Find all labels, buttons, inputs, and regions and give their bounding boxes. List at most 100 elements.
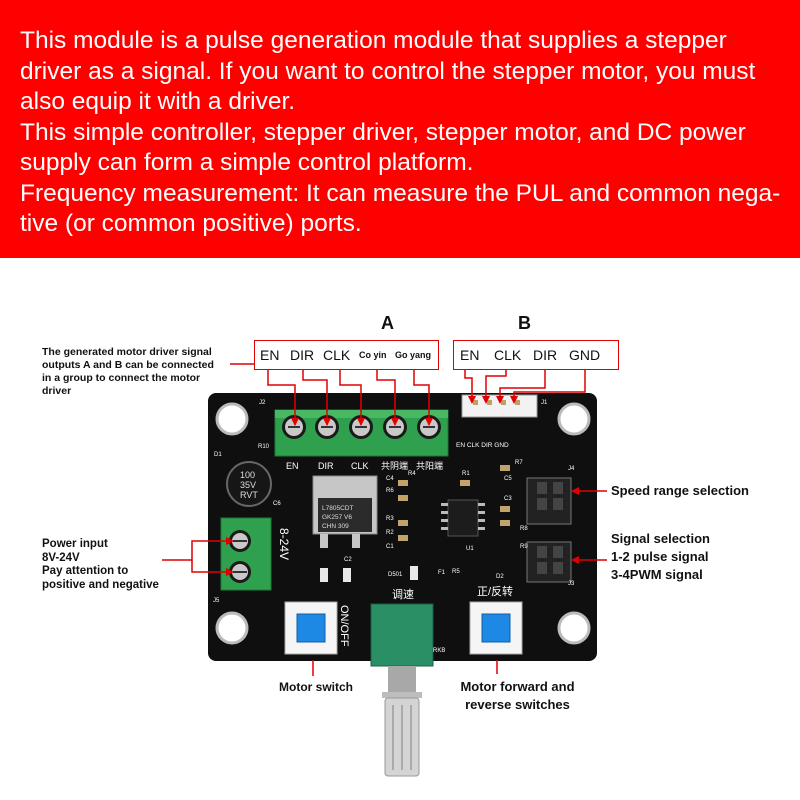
banner-line: supply can form a simple control platfor…	[20, 149, 474, 176]
svg-text:F1: F1	[438, 570, 446, 576]
svg-text:RKB: RKB	[433, 648, 445, 654]
callout-line: Power input	[42, 538, 108, 550]
header-b: EN CLK DIR GND	[456, 394, 538, 449]
callout-line: in a group to connect the motor	[42, 372, 201, 384]
microcontroller-chip	[441, 499, 485, 537]
callout-line: 3-4PWM signal	[611, 567, 703, 582]
svg-text:RVT: RVT	[240, 490, 258, 500]
callout-line: Signal selection	[611, 531, 710, 546]
pin-box-a: EN DIR CLK Co yin Go yang	[254, 340, 439, 370]
banner-line: Frequency measurement: It can measure th…	[20, 179, 781, 207]
svg-text:J5: J5	[213, 598, 220, 604]
svg-text:C3: C3	[504, 496, 512, 502]
svg-text:R3: R3	[386, 516, 394, 522]
pin-b-en: EN	[460, 347, 480, 363]
svg-text:R10: R10	[258, 444, 270, 450]
callout-line: outputs A and B can be connected	[42, 359, 214, 371]
silk-a-label: EN	[286, 461, 299, 471]
pin-a-en: EN	[260, 347, 280, 363]
banner-line: This simple controller, stepper driver, …	[20, 118, 746, 146]
svg-text:CHN 309: CHN 309	[322, 523, 349, 530]
electrolytic-capacitor: 100 35V RVT	[226, 461, 272, 507]
banner-line: driver as a signal. If you want to contr…	[20, 57, 756, 85]
svg-text:J3: J3	[568, 581, 575, 587]
silk-a-label: 共阳端	[416, 460, 443, 471]
pin-box-b: EN CLK DIR GND	[453, 340, 619, 370]
reference-designators: J2 J1 D1 R10 C6 R6 R4 R1 R3 R2 C2 C1 C4 …	[213, 400, 575, 654]
signal-selection-callout: Signal selection 1-2 pulse signal 3-4PWM…	[611, 530, 710, 584]
svg-text:R6: R6	[386, 488, 394, 494]
signal-selection-jumper	[526, 541, 572, 583]
direction-switch-button: 正/反转	[469, 584, 523, 655]
callout-line: reverse switches	[465, 697, 570, 712]
svg-text:R5: R5	[452, 569, 460, 575]
direction-silk: 正/反转	[477, 584, 513, 598]
callout-lines	[162, 363, 607, 676]
callout-line: Motor forward and	[460, 679, 575, 694]
svg-text:U1: U1	[466, 546, 474, 552]
svg-text:C4: C4	[386, 476, 394, 482]
callout-line: 8V-24V	[42, 551, 80, 564]
svg-text:J4: J4	[568, 466, 575, 472]
speed-silk: 调速	[392, 588, 414, 601]
silk-a-label: CLK	[351, 461, 369, 471]
svg-text:L7805CDT: L7805CDT	[322, 505, 353, 512]
svg-text:D501: D501	[388, 572, 403, 578]
banner-line: tive (or common positive) ports.	[20, 210, 362, 237]
svg-text:J1: J1	[541, 400, 548, 406]
svg-text:D2: D2	[496, 574, 504, 580]
svg-text:R7: R7	[515, 460, 523, 466]
pin-a-clk: CLK	[323, 347, 351, 363]
svg-text:C5: C5	[504, 476, 512, 482]
svg-text:R4: R4	[408, 471, 416, 477]
silkscreen-a: EN DIR CLK 共阴端 共阳端	[286, 460, 443, 471]
svg-text:J2: J2	[259, 400, 266, 406]
silk-b-label: EN CLK DIR GND	[456, 442, 509, 449]
speed-potentiometer: 调速	[370, 588, 434, 777]
onoff-silk: ON/OFF	[338, 605, 350, 647]
silk-a-label: DIR	[318, 461, 334, 471]
callout-line: 1-2 pulse signal	[611, 549, 709, 564]
power-callout: Power input 8V-24V Pay attention to posi…	[42, 538, 159, 592]
pin-b-clk: CLK	[494, 347, 522, 363]
description-banner: This module is a pulse generation module…	[0, 0, 800, 258]
pin-b-dir: DIR	[533, 347, 558, 363]
pin-a-common-negative: Co yin	[359, 350, 387, 360]
pin-a-common-positive: Go yang	[395, 350, 432, 360]
group-a-label: A	[381, 313, 394, 333]
voltage-silk: 8-24V	[277, 528, 291, 560]
svg-text:35V: 35V	[240, 480, 256, 490]
banner-line: also equip it with a driver.	[20, 88, 296, 115]
svg-text:R8: R8	[520, 526, 528, 532]
banner-line: This module is a pulse generation module…	[20, 27, 727, 54]
svg-text:C2: C2	[344, 557, 352, 563]
direction-switch-callout: Motor forward and reverse switches	[455, 678, 580, 714]
callout-line: driver	[42, 385, 72, 397]
pcb-board	[208, 393, 597, 661]
svg-text:D1: D1	[214, 452, 222, 458]
motor-switch-button: ON/OFF	[284, 601, 350, 655]
callout-line: Pay attention to	[42, 565, 129, 577]
outputs-callout: The generated motor driver signal output…	[42, 346, 214, 398]
callout-line: The generated motor driver signal	[42, 346, 212, 358]
pin-b-gnd: GND	[569, 347, 601, 363]
svg-text:GK257 V6: GK257 V6	[322, 514, 352, 521]
callout-arrows	[226, 396, 579, 576]
group-b-label: B	[518, 313, 531, 333]
svg-text:R1: R1	[462, 471, 470, 477]
svg-text:C1: C1	[386, 544, 394, 550]
pin-a-dir: DIR	[290, 347, 315, 363]
smd-components	[320, 465, 510, 582]
svg-text:C6: C6	[273, 501, 281, 507]
description-text: This module is a pulse generation module…	[20, 26, 790, 240]
callout-line: positive and negative	[42, 578, 159, 591]
mounting-holes	[215, 402, 591, 645]
svg-text:R2: R2	[386, 530, 394, 536]
motor-switch-callout: Motor switch	[279, 680, 353, 694]
svg-text:100: 100	[240, 470, 255, 480]
power-terminal: 8-24V	[220, 517, 291, 591]
speed-range-callout: Speed range selection	[611, 483, 749, 498]
speed-range-jumper	[526, 477, 572, 525]
voltage-regulator: L7805CDT GK257 V6 CHN 309	[312, 475, 378, 548]
